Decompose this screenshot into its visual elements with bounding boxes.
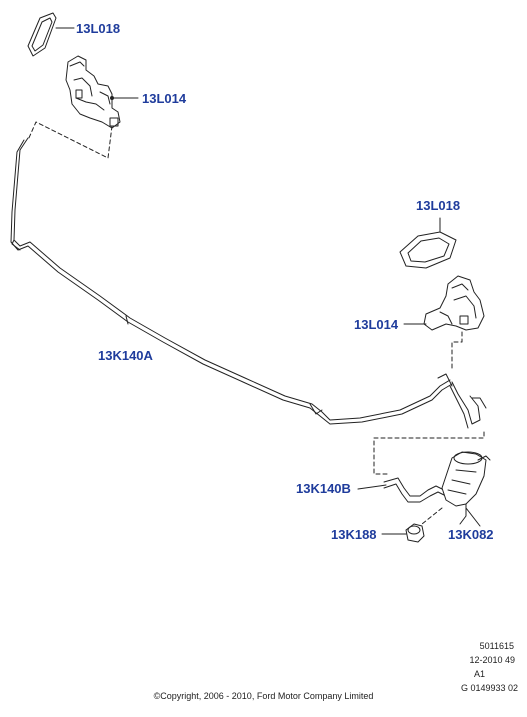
copyright-text: ©Copyright, 2006 - 2010, Ford Motor Comp… — [153, 691, 374, 701]
pump-part — [441, 451, 491, 527]
nozzle-right-part — [403, 275, 485, 331]
label-13L018-right[interactable]: 13L018 — [416, 198, 461, 213]
label-13L014-top[interactable]: 13L014 — [142, 91, 187, 106]
connector-right — [373, 331, 485, 475]
nozzle-cover-top-part — [27, 12, 75, 57]
nozzle-top-part — [65, 55, 139, 129]
footer-code-1: 5011615 — [479, 641, 514, 651]
grommet-part — [381, 523, 425, 543]
label-13K140B[interactable]: 13K140B — [296, 481, 351, 496]
connector-bottom — [421, 507, 443, 525]
footer-code-4: G 0149933 02 — [460, 683, 518, 693]
label-13K188[interactable]: 13K188 — [331, 527, 377, 542]
hose-a-part — [10, 137, 487, 429]
connector-top — [27, 121, 113, 159]
footer-code-2: 12-2010 49 — [469, 655, 515, 665]
label-13L014-right[interactable]: 13L014 — [354, 317, 399, 332]
hose-b-part — [357, 477, 447, 503]
label-13K140A[interactable]: 13K140A — [98, 348, 153, 363]
label-13K082[interactable]: 13K082 — [448, 527, 494, 542]
footer-code-3: A1 — [474, 669, 486, 679]
nozzle-cover-right-part — [399, 217, 457, 269]
label-13L018-top[interactable]: 13L018 — [76, 21, 121, 36]
